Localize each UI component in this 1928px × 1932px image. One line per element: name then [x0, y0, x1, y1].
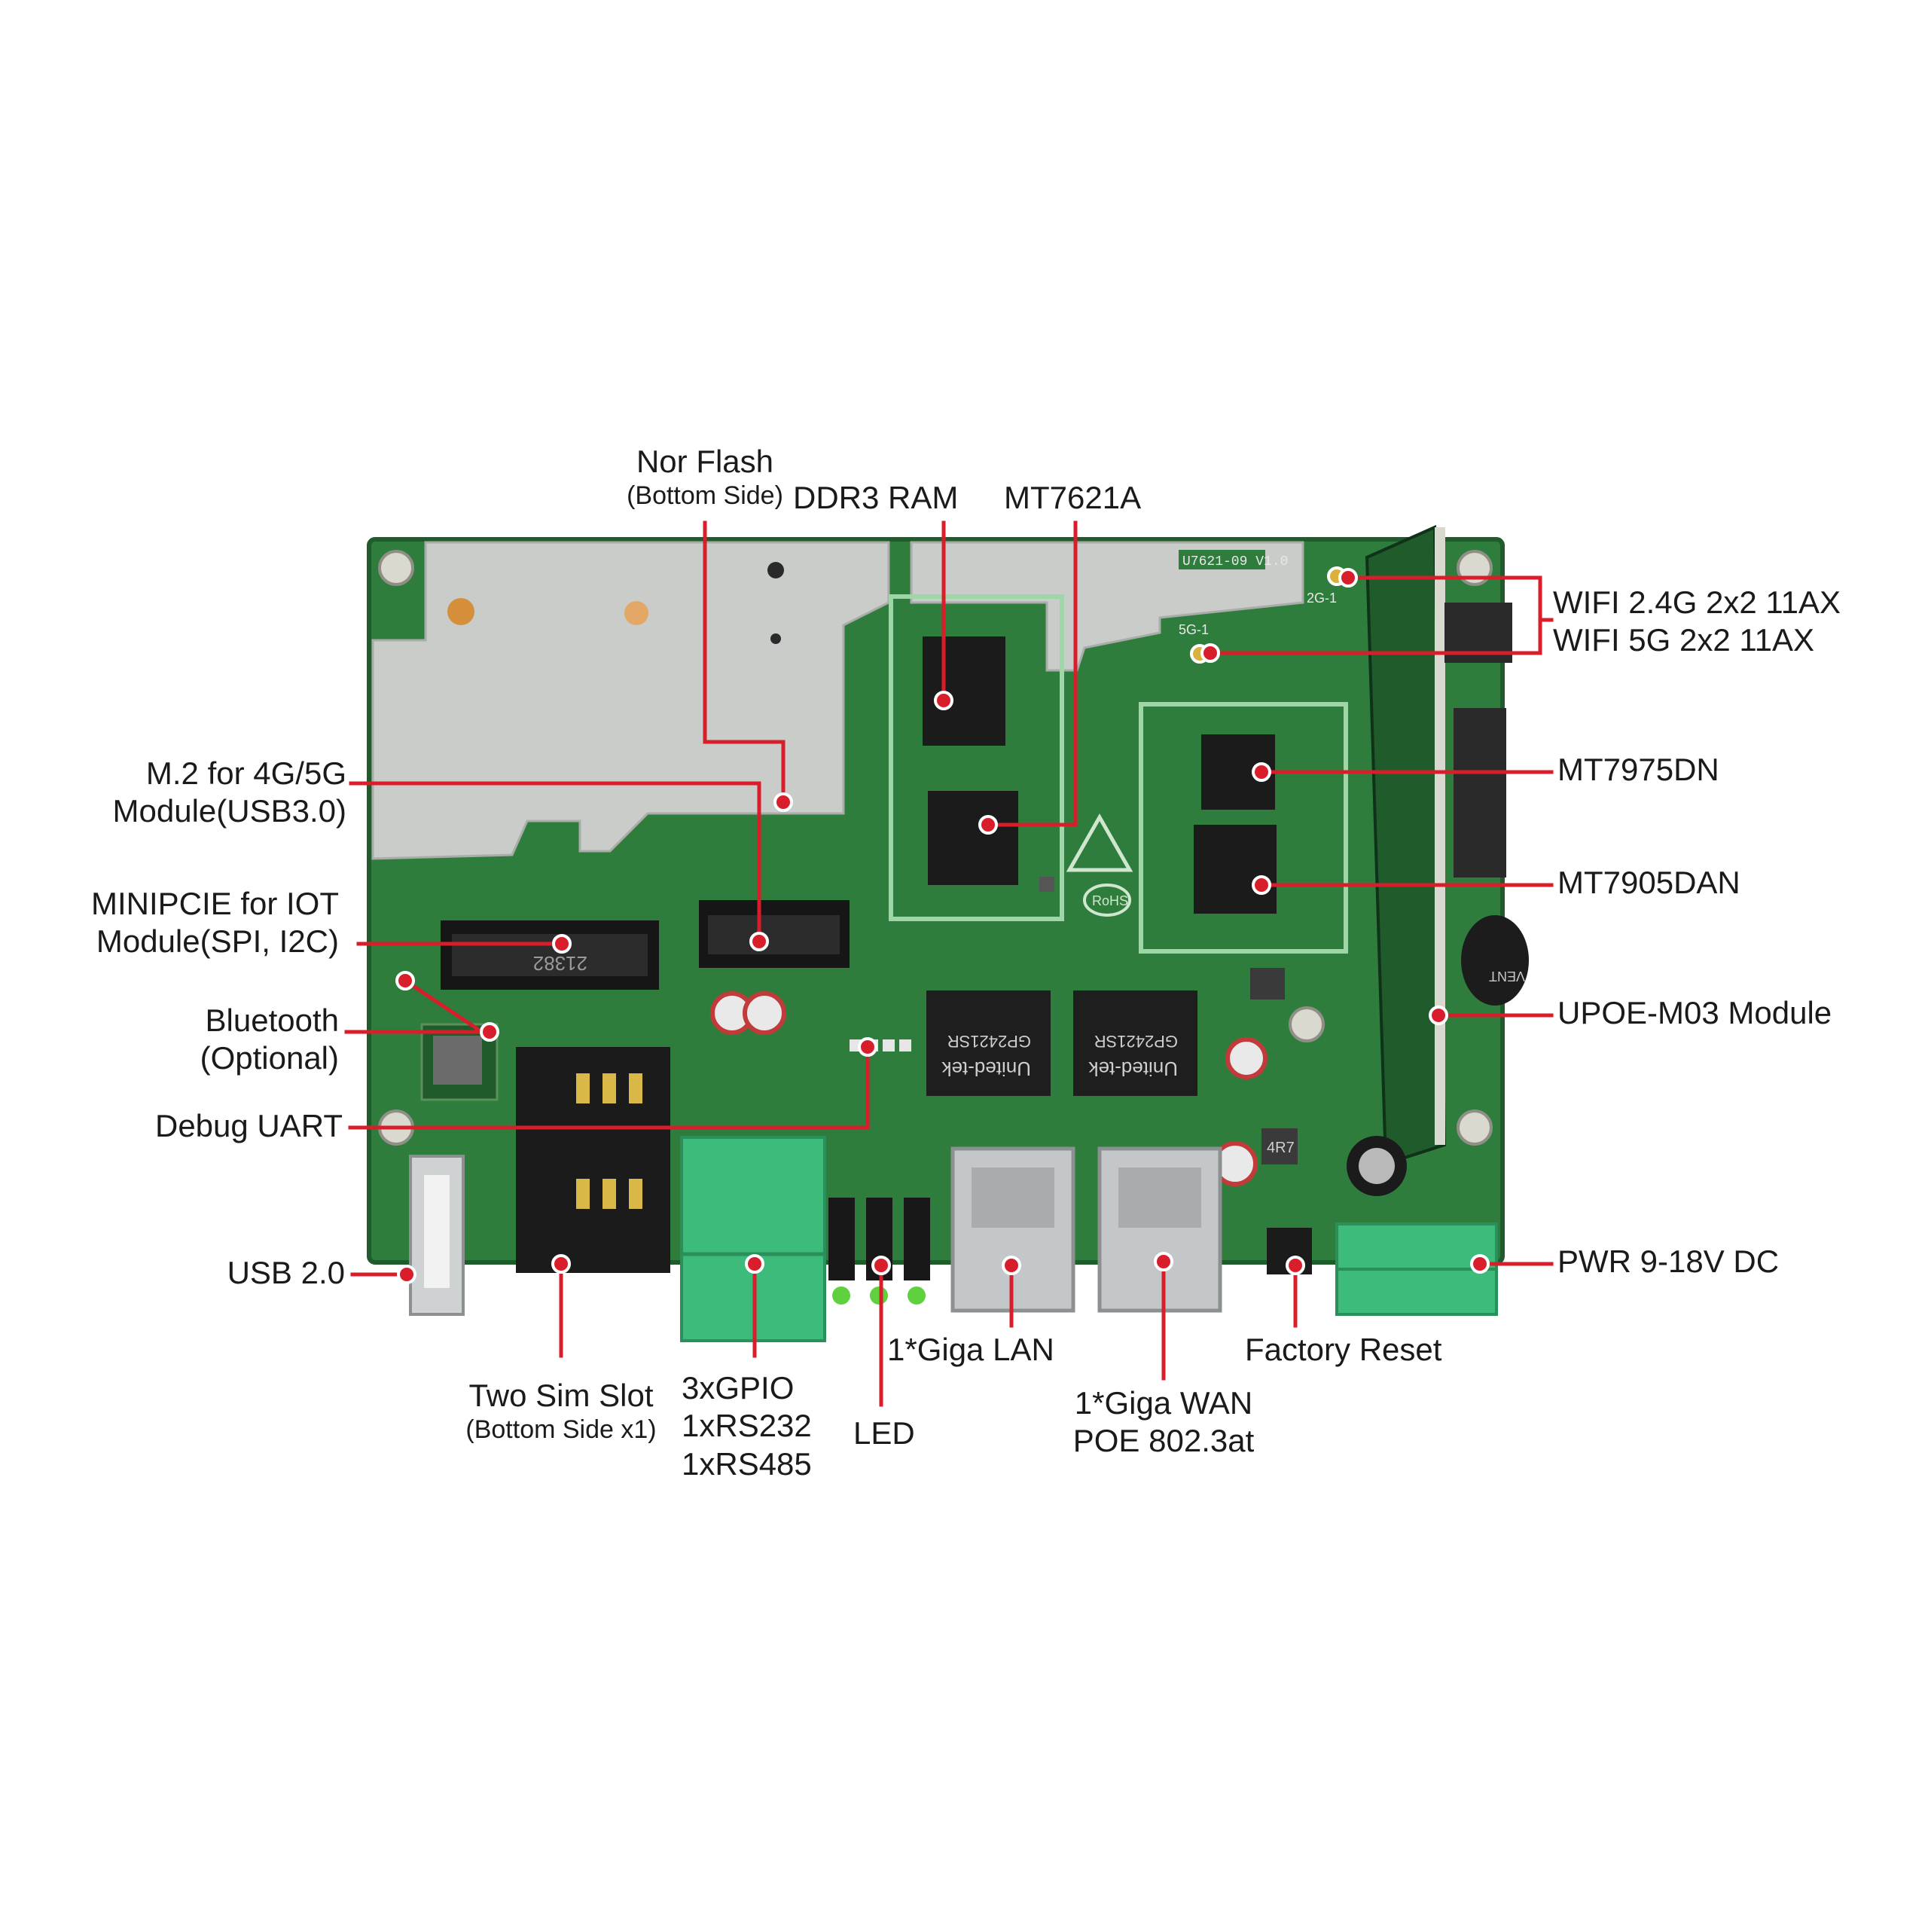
rf-shield-right — [910, 541, 1304, 672]
esd-symbol — [1066, 813, 1133, 872]
magnetics-wan: United-tek GP2421SR — [1073, 990, 1197, 1096]
soc-fence — [889, 594, 1064, 921]
line-m2 — [349, 781, 761, 944]
rf-shield — [371, 541, 890, 860]
label-mt7975: MT7975DN — [1557, 752, 1719, 787]
fan-text: VENT — [1489, 969, 1525, 984]
shield-hole — [767, 562, 784, 578]
leader-lines — [344, 520, 1554, 1407]
shield-hole-copper — [447, 598, 474, 625]
label-mt7905: MT7905DAN — [1557, 865, 1740, 900]
label-sim-l2: (Bottom Side x1) — [465, 1415, 657, 1445]
label-bluetooth-l1: Bluetooth — [205, 1003, 339, 1038]
mag-part-lan: GP2421SR — [947, 1032, 1031, 1051]
bluetooth-chip — [433, 1036, 482, 1085]
label-gpio-l1: 3xGPIO — [682, 1370, 795, 1406]
mt7905dan-chip — [1194, 825, 1277, 914]
upoe-transformer — [1454, 708, 1506, 877]
ddr3-chip — [923, 636, 1005, 746]
label-wifi-5: WIFI 5G 2x2 11AX — [1553, 622, 1815, 658]
label-gpio-l3: 1xRS485 — [682, 1445, 812, 1482]
label-wifi-24: WIFI 2.4G 2x2 11AX — [1553, 584, 1841, 620]
mag-part-wan: GP2421SR — [1094, 1032, 1178, 1051]
mt7621a-chip — [928, 791, 1018, 885]
rohs-text: RoHS — [1092, 893, 1128, 908]
m2-marking: 21382 — [533, 952, 587, 975]
label-sim-l1: Two Sim Slot — [468, 1378, 654, 1413]
label-sim: Two Sim Slot (Bottom Side x1) — [407, 1377, 715, 1445]
label-minipcie-l1: MINIPCIE for IOT — [90, 886, 339, 921]
line-wifi-5 — [1208, 618, 1542, 655]
inductor-1 — [1261, 1128, 1298, 1164]
inductor-1-text: 4R7 — [1267, 1140, 1295, 1156]
label-wan: 1*Giga WAN POE 802.3at — [1024, 1384, 1303, 1460]
label-gpio-l2: 1xRS232 — [682, 1408, 812, 1444]
leader-dots — [395, 568, 1490, 1284]
label-ddr3: DDR3 RAM — [793, 480, 959, 515]
label-upoe: UPOE-M03 Module — [1557, 995, 1832, 1030]
sim-contacts — [576, 1073, 642, 1209]
rev-label-bg — [1179, 550, 1265, 569]
usb-tongue — [424, 1175, 450, 1288]
upoe-capacitor — [1461, 915, 1529, 1006]
label-pwr: PWR 9-18V DC — [1557, 1244, 1780, 1279]
wifi-fence — [1139, 702, 1348, 954]
line-wifi — [1346, 575, 1542, 622]
label-gpio: 3xGPIO 1xRS232 1xRS485 — [682, 1369, 812, 1483]
label-bluetooth: Bluetooth (Optional) — [38, 1002, 339, 1078]
label-minipcie: MINIPCIE for IOT Module(SPI, I2C) — [38, 885, 339, 961]
capacitors — [710, 991, 1407, 1196]
label-usb: USB 2.0 — [227, 1255, 345, 1290]
label-bluetooth-l2: (Optional) — [200, 1040, 339, 1076]
label-wifi: WIFI 2.4G 2x2 11AX WIFI 5G 2x2 11AX — [1553, 584, 1841, 660]
shield-hole-2 — [770, 633, 781, 644]
label-wan-l2: POE 802.3at — [1072, 1423, 1255, 1459]
rohs-logo — [1083, 884, 1131, 917]
label-giga-lan: 1*Giga LAN — [887, 1332, 1054, 1367]
inductor-2 — [1250, 968, 1285, 1000]
label-m2: M.2 for 4G/5G Module(USB3.0) — [45, 755, 346, 831]
label-nor-flash-sub: (Bottom Side) — [627, 481, 783, 511]
antenna-2g-text: 2G-1 — [1307, 591, 1337, 606]
label-debug: Debug UART — [154, 1108, 343, 1143]
label-nor-flash-title: Nor Flash — [636, 444, 774, 479]
sim-slot — [516, 1047, 670, 1273]
m2-slot-inner — [708, 915, 840, 954]
antenna-5g-text: 5G-1 — [1179, 622, 1209, 637]
mag-text-wan: United-tek — [1088, 1058, 1178, 1080]
line-mt7621a — [986, 520, 1078, 827]
upoe-module-edge — [1435, 527, 1445, 1145]
shield-hole-copper-2 — [624, 601, 648, 625]
mag-text-lan: United-tek — [941, 1058, 1031, 1080]
rj45-wan — [1097, 1146, 1222, 1313]
magnetics-lan: United-tek GP2421SR — [926, 990, 1051, 1096]
label-m2-l1: M.2 for 4G/5G — [145, 755, 346, 791]
leds — [832, 1286, 926, 1305]
led-headers — [828, 1198, 930, 1280]
small-chip — [1039, 877, 1054, 892]
label-wan-l1: 1*Giga WAN — [1074, 1385, 1253, 1421]
line-debug — [348, 1045, 870, 1130]
label-m2-l2: Module(USB3.0) — [112, 793, 346, 829]
label-led: LED — [853, 1415, 915, 1451]
label-factory-reset: Factory Reset — [1245, 1332, 1442, 1367]
label-nor-flash: Nor Flash (Bottom Side) — [554, 443, 856, 511]
minipcie-slot-inner — [452, 934, 648, 976]
label-mt7621a: MT7621A — [1004, 480, 1142, 515]
pcb-edge — [367, 537, 1505, 1265]
line-nor-flash — [703, 520, 786, 804]
board-rev-text: U7621-09 V1.0 — [1182, 554, 1288, 569]
label-minipcie-l2: Module(SPI, I2C) — [96, 923, 339, 960]
